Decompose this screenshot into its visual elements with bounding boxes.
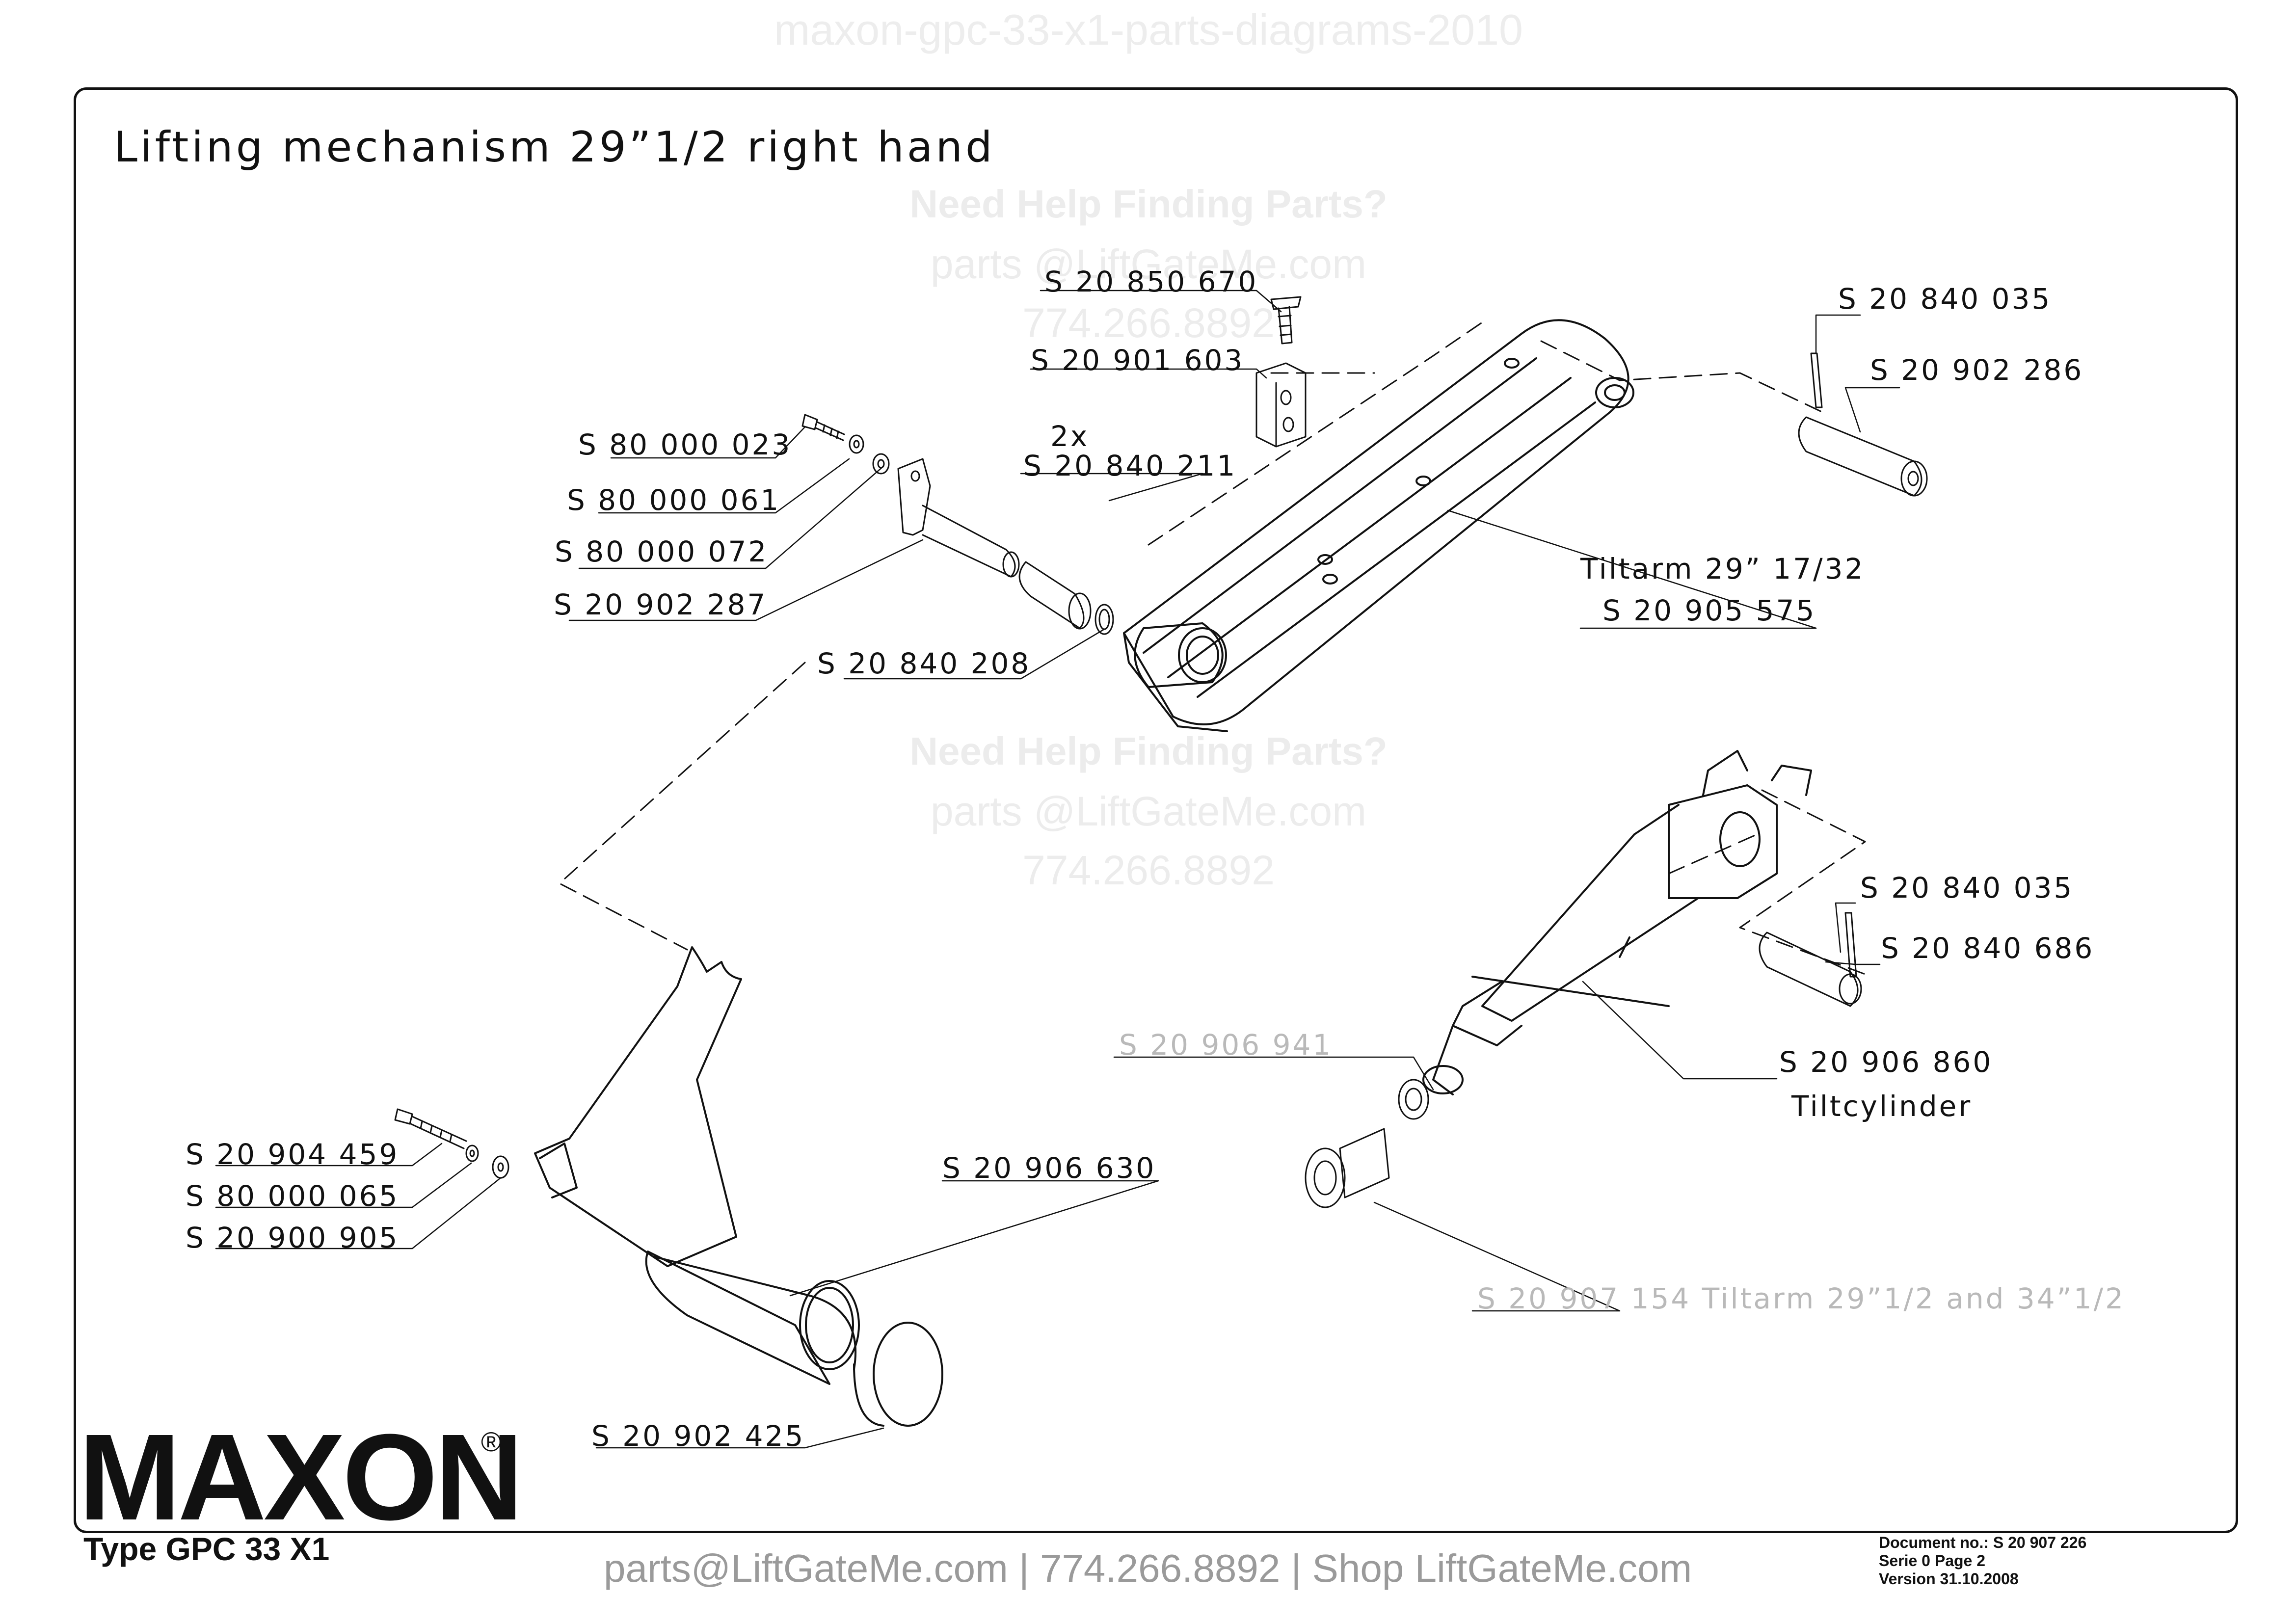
leader-lines (215, 290, 1900, 1449)
part-label-s20840208: S 20 840 208 (817, 647, 1031, 680)
part-label-s20902286: S 20 902 286 (1870, 353, 2084, 387)
part-label-s20907154: S 20 907 154 Tiltarm 29”1/2 and 34”1/2 (1477, 1282, 2126, 1315)
bolt-s80000023 (801, 414, 845, 441)
help-watermark-heading-2: Need Help Finding Parts? (909, 729, 1388, 773)
bolt-s20904459 (394, 1108, 467, 1149)
product-type: Type GPC 33 X1 (83, 1531, 330, 1567)
part-label-s20840035-lower: S 20 840 035 (1860, 871, 2074, 905)
pin-s20902287 (897, 458, 1020, 578)
bolt-s20850670 (1270, 296, 1302, 345)
nut-s20906941 (1398, 1079, 1429, 1120)
part-label-s20906630: S 20 906 630 (942, 1151, 1156, 1185)
part-label-s80000023: S 80 000 023 (578, 428, 792, 461)
washer-s80000061 (849, 434, 864, 454)
part-label-s20840035: S 20 840 035 (1838, 282, 2052, 316)
pin-s20840686 (1759, 931, 1862, 1007)
registered-mark: ® (481, 1426, 502, 1457)
part-desc-tiltcylinder: Tiltcylinder (1791, 1090, 1973, 1123)
part-label-s20850670: S 20 850 670 (1044, 265, 1258, 298)
assembly-dashed-lines (559, 318, 1866, 975)
document-version: Version 31.10.2008 (1879, 1570, 2019, 1588)
footer-contact-link[interactable]: parts@LiftGateMe.com | 774.266.8892 | Sh… (604, 1546, 1692, 1590)
washer-s80000072 (872, 453, 890, 475)
part-label-s20905575: S 20 905 575 (1602, 594, 1816, 627)
part-label-s20901603: S 20 901 603 (1031, 344, 1245, 377)
help-watermark-heading: Need Help Finding Parts? (909, 182, 1388, 226)
part-label-s20900905: S 20 900 905 (186, 1221, 400, 1254)
part-qty-s20840211: 2x (1050, 420, 1090, 453)
part-label-s20840211: S 20 840 211 (1023, 449, 1237, 482)
help-watermark-email: parts @LiftGateMe.com (930, 241, 1367, 287)
washer-s80000065 (465, 1144, 479, 1162)
part-label-s80000072: S 80 000 072 (555, 535, 769, 568)
pin-s20902286 (1798, 352, 1928, 497)
help-watermark-phone-2: 774.266.8892 (1022, 847, 1275, 893)
lower-arm-part (534, 946, 943, 1427)
drawing-frame (74, 87, 2238, 1533)
document-serie-page: Serie 0 Page 2 (1879, 1552, 1986, 1570)
bushing-s20840211 (1018, 561, 1092, 630)
part-label-s80000061: S 80 000 061 (567, 483, 781, 517)
washer-s20900905 (492, 1155, 509, 1179)
part-label-s20904459: S 20 904 459 (186, 1138, 400, 1171)
part-label-s20902287: S 20 902 287 (554, 588, 768, 621)
help-watermark-phone: 774.266.8892 (1022, 300, 1275, 346)
document-name-watermark: maxon-gpc-33-x1-parts-diagrams-2010 (774, 5, 1523, 54)
pin-s20840035-lower (1844, 912, 1857, 978)
part-label-s20906860: S 20 906 860 (1779, 1045, 1993, 1079)
ring-s20840208 (1095, 604, 1114, 635)
tiltcylinder-part (1422, 750, 1812, 1095)
help-watermark-email-2: parts @LiftGateMe.com (930, 788, 1367, 834)
document-number: Document no.: S 20 907 226 (1879, 1534, 2087, 1551)
page-title: Lifting mechanism 29”1/2 right hand (114, 123, 995, 172)
bracket-s20901603 (1255, 362, 1307, 448)
part-label-s20840686: S 20 840 686 (1881, 931, 2095, 965)
part-label-s20906941: S 20 906 941 (1119, 1028, 1333, 1062)
part-desc-tiltarm: Tiltarm 29” 17/32 (1580, 552, 1865, 585)
part-label-s80000065: S 80 000 065 (186, 1179, 400, 1213)
tiltarm-part (1123, 319, 1634, 732)
part-label-s20902425: S 20 902 425 (591, 1419, 805, 1453)
rod-end-s20907154 (1305, 1128, 1390, 1208)
maxon-logo: MAXON (79, 1409, 524, 1545)
